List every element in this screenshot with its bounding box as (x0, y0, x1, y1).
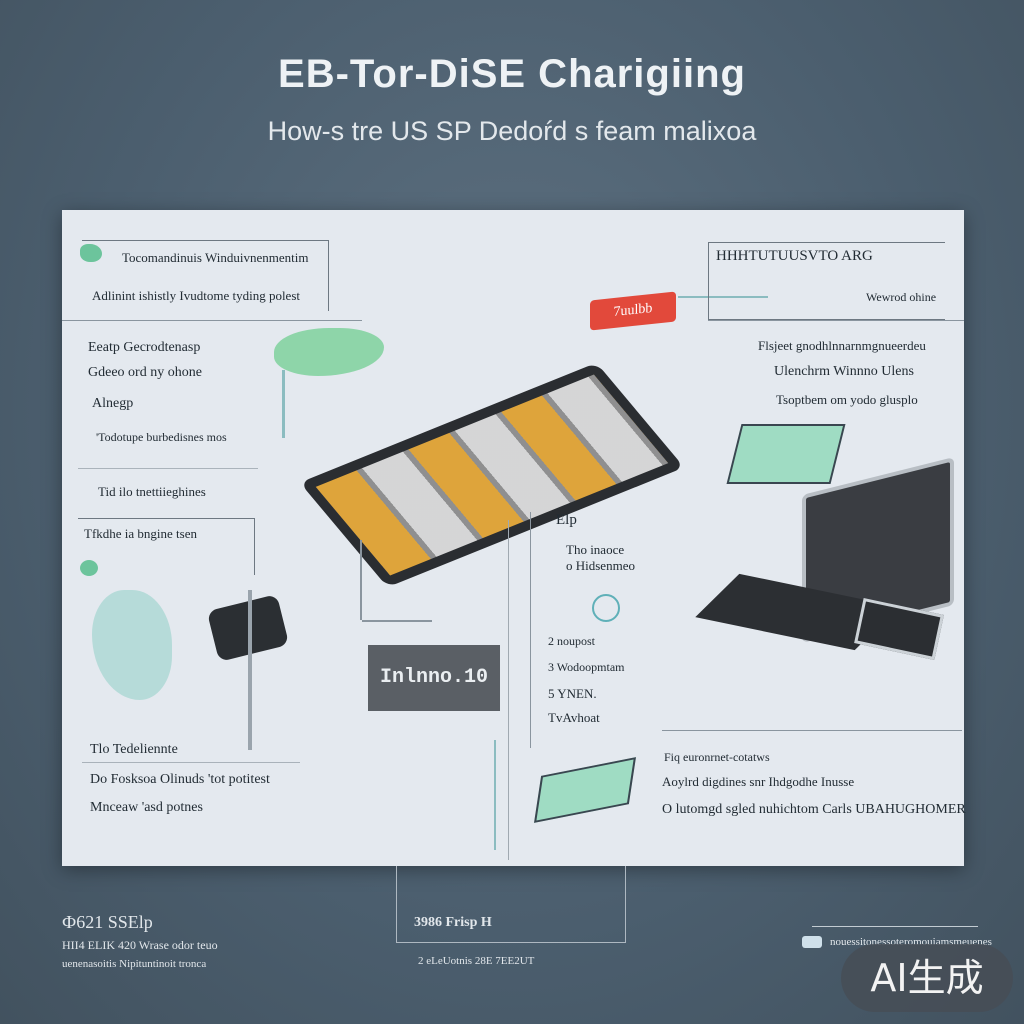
ai-generated-watermark: AI生成 (841, 944, 1013, 1012)
divider (62, 320, 362, 321)
divider (708, 320, 964, 321)
highlight-badge: 7uulbb (590, 291, 676, 331)
center-line-1: Tho inaoce (566, 542, 625, 557)
divider (662, 730, 962, 731)
top-right-sub: Wewrod ohine (866, 290, 937, 304)
connector (530, 512, 531, 748)
page-subtitle: How-s tre US SP Dedoŕd s feam malixoa (267, 116, 757, 146)
bottom-right-line1: Aoylrd digdines snr Ihdgodhe Inusse (662, 774, 855, 789)
right-list-item-3: Tsoptbem om yodo glusplo (776, 392, 918, 407)
center-line-2: o Hidsenmeo (566, 558, 635, 573)
top-left-frame (82, 240, 329, 311)
connector (248, 590, 252, 750)
center-item-3: 5 YNEN. (548, 686, 597, 701)
top-right-frame (708, 242, 945, 320)
mid-left-note: Tid ilo tnettiieghines (98, 484, 206, 499)
footer-center-box-text: 3986 Frisp H (414, 915, 492, 930)
mid-left-box-text: Tfkdhe ia bngine tsen (84, 526, 197, 541)
tablet-device (299, 362, 685, 588)
left-list-item-1: Eeatp Gecrodtenasp (88, 340, 201, 355)
footer-center-text: 2 eLeUotnis 28E 7EE2UT (418, 955, 535, 967)
footer-right-divider (812, 926, 978, 927)
gear-icon (592, 594, 620, 622)
connector (678, 296, 768, 298)
top-left-box-line1: Tocomandinuis Winduivnenmentim (122, 250, 309, 265)
page-title: EB-Tor-DiSE Charigiing (278, 52, 746, 96)
right-list-item-2: Ulenchrm Winnno Ulens (774, 364, 914, 379)
footer-left-line3: uenenasoitis Nipituntinoit tronca (62, 958, 207, 970)
mid-left-frame (78, 518, 255, 575)
bottom-left-item-3: Mnceaw 'asd potnes (90, 800, 203, 815)
right-list-item-1: Flsjeet gnodhlnnarnmgnueerdeu (758, 338, 926, 353)
divider (82, 762, 300, 763)
circuit-board-icon (534, 757, 636, 823)
tree-trunk (282, 370, 285, 438)
center-item-4: TvAvhoat (548, 710, 600, 725)
center-item-1: 2 noupost (548, 634, 596, 648)
infographic-panel: Tocomandinuis Winduivnenmentim Adlinint … (62, 210, 966, 866)
connector (360, 540, 362, 620)
center-top-label: Elp (556, 512, 577, 528)
top-right-title: HHHTUTUUSVTO ARG (716, 248, 873, 264)
printer-icon (726, 424, 846, 484)
footer-left-title: Ф621 SSElp (62, 912, 153, 932)
footer-left-line2: HII4 ELIK 420 Wrase odor teuo (62, 938, 218, 952)
connector (494, 740, 496, 850)
hand-illustration (92, 590, 172, 700)
leaf-icon (80, 244, 102, 262)
bottom-left-item-2: Do Fosksoa Olinuds 'tot potitest (90, 772, 270, 787)
connector (362, 620, 432, 622)
bottom-left-item-1: Tlo Tedeliennte (90, 742, 178, 757)
left-list-item-4: 'Todotupe burbedisnes mos (96, 430, 227, 444)
left-list-item-3: Alnegp (92, 396, 134, 411)
connector (508, 520, 509, 860)
center-item-2: 3 Wodoopmtam (548, 660, 625, 674)
tree-icon (274, 328, 384, 376)
leaf-icon (80, 560, 98, 576)
bottom-right-heading: Fiq euronrnet-cotatws (664, 750, 770, 764)
bottom-right-line2: O lutomgd sgled nuhichtom Carls UBAHUGHO… (662, 802, 966, 817)
footer-connector-box (396, 866, 626, 943)
left-list-item-2: Gdeeo ord ny ohone (88, 365, 202, 380)
product-label: Inlnno.10 (368, 645, 500, 711)
divider (78, 468, 258, 469)
footer-icon (802, 936, 822, 948)
top-left-box-line2: Adlinint ishistly Ivudtome tyding polest (92, 288, 300, 303)
